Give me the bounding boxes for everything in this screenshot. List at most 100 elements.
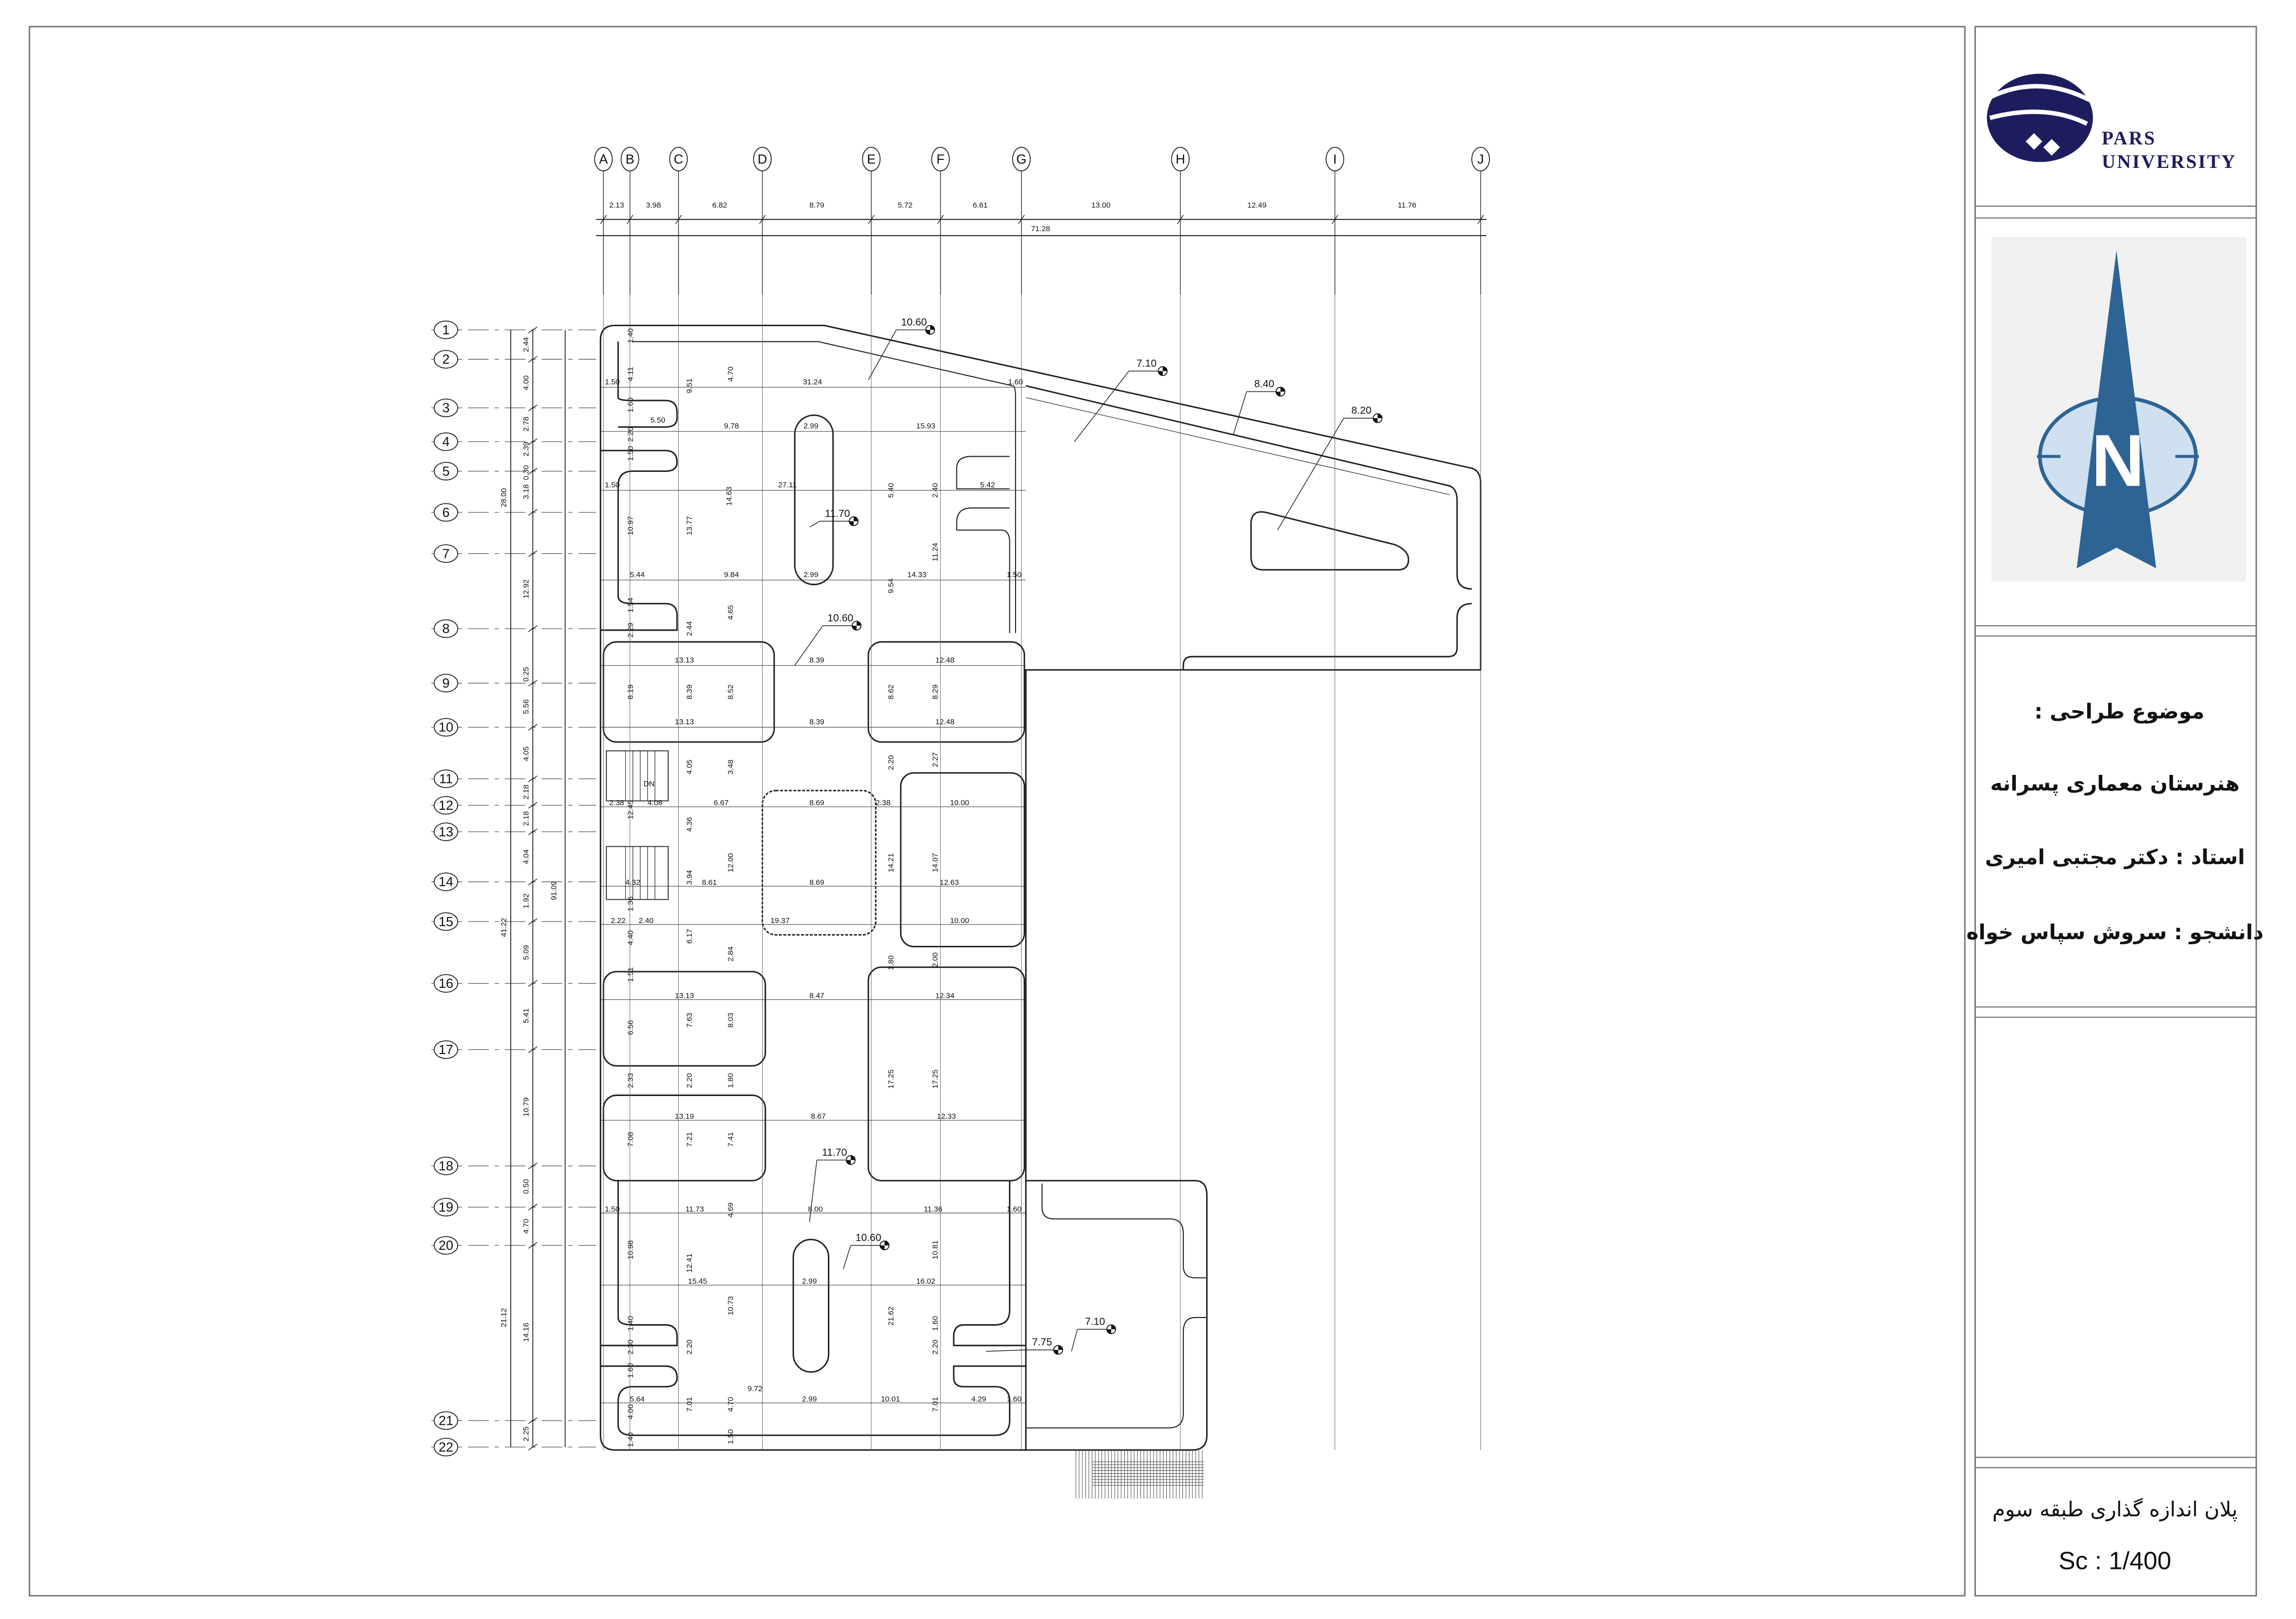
void-bottom [792,1239,829,1373]
plan-dimension: 12.41 [685,1253,694,1273]
elevation-value: 10.60 [901,317,927,328]
grid-bubble-column [1012,147,1031,171]
plan-dimension: 2.99 [802,1277,817,1286]
plan-dimension: 2.99 [804,422,818,430]
top-dimension-total: 71.28 [1031,225,1050,233]
plan-dimension: 1.50 [1006,571,1021,579]
plan-dimension: 8.69 [809,799,824,807]
plan-dimension: 8.00 [808,1205,823,1213]
plan-dimension: 8.19 [626,684,635,699]
grid-column-label: J [1477,151,1484,166]
top-dimension: 6.61 [973,201,988,210]
side-dimension: 2.44 [522,337,531,352]
side-dimension: 2.39 [522,442,531,456]
plan-dimension: 1.54 [626,598,635,612]
grid-row-label: 14 [438,874,453,889]
plan-dimension: 2.40 [639,916,653,925]
plan-dimension: 4.70 [726,367,735,381]
plan-dimension: 2.22 [611,916,626,925]
grid-bubble-column [669,147,688,171]
plan-dimension: 13.19 [675,1112,694,1121]
elevation-value: 10.60 [856,1233,881,1244]
side-dimension: 2.18 [522,811,531,826]
drawing-scale: Sc : 1/400 [2059,1547,2172,1575]
grid-bubble-column [1471,147,1490,171]
grid-bubble-row [433,350,458,369]
void-top [794,414,834,586]
plan-dimension: 1.50 [726,1429,735,1444]
grid-row-label: 17 [438,1042,453,1057]
plan-dimension: 2.33 [626,1073,635,1088]
grid-row-label: 1 [443,322,450,337]
side-dimension-total: 91.09 [550,881,558,900]
plan-dimension: 5.44 [630,571,644,579]
plan-dimension: 1.40 [626,1432,635,1447]
grid-bubble-column [862,147,881,171]
plan-dimension: 2.20 [626,427,635,442]
plan-dimension: 15.45 [688,1277,708,1286]
grid-bubble-row [433,432,458,451]
plan-dimension: 4.29 [972,1395,986,1404]
project-name: هنرستان معماری پسرانه [1991,771,2240,796]
plan-dimension: 1.50 [605,1205,620,1213]
plan-dimension: 1.40 [626,1316,635,1331]
grid-bubble-column [621,147,639,171]
elevation-marker: 11.70 [809,508,859,528]
plan-dimension: 1.40 [626,328,635,343]
plan-dimension: 2.38 [609,799,624,807]
side-dimension: 10.79 [522,1098,531,1117]
side-dimension: 0.25 [522,667,531,681]
plan-dimension: 14.63 [725,487,733,506]
plan-dimension: 1.60 [626,398,635,412]
elevation-marker: 10.60 [843,1233,890,1270]
grid-bubble-row [433,769,458,789]
pars-university-logo: PARS UNIVERSITY [1986,73,2237,172]
plan-dimension: 4.65 [726,605,735,620]
grid-bubble-row [433,544,458,563]
plan-dimension: 4.70 [726,1397,735,1412]
side-dimension: 5.41 [522,1009,531,1023]
side-dimension-subtotal: 21.12 [500,1308,508,1327]
north-arrow-icon: N [1991,237,2246,582]
side-dimension: 4.00 [522,375,531,390]
logo-text-pars: PARS [2102,127,2156,149]
plan-dimension: 1.60 [1008,378,1023,386]
elevation-value: 11.70 [825,508,850,519]
grid-row-label: 8 [443,621,450,636]
logo-text-university: UNIVERSITY [2102,151,2237,172]
title-block-frame [1974,26,2257,1597]
elevation-value: 8.40 [1254,379,1274,390]
plan-dimension: 9.54 [887,579,896,593]
grid-row-label: 7 [443,546,450,561]
grid-bubble-row [433,718,458,737]
plan-dimension: 11.73 [685,1205,704,1213]
side-dimension: 12.92 [522,579,531,598]
plan-dimension: 4.00 [626,1404,635,1419]
plan-dimension: 8.62 [887,684,896,699]
plan-dimension: 10.00 [950,916,969,925]
plan-dimension: 1.80 [887,955,896,970]
plan-dimension: 4.11 [626,367,635,381]
side-dimension: 1.92 [522,894,531,908]
plan-dimension: 9.78 [724,422,739,430]
plan-dimension: 13.13 [675,991,694,1000]
grid-row-label: 18 [438,1158,453,1173]
plan-dimension: 1.80 [726,1073,735,1088]
top-dimension: 3.98 [646,201,660,210]
elevation-marker: 7.75 [986,1337,1064,1355]
plan-dimension: 19.37 [771,916,790,925]
plan-dimension: 3.48 [726,760,735,774]
side-dimension: 2.18 [522,784,531,799]
elevation-value: 7.10 [1136,358,1157,369]
elevation-marker: 8.20 [1277,405,1383,531]
student-name: دانشجو : سروش سپاس خواه [1966,920,2264,944]
plan-dimension: 8.69 [809,878,824,887]
plan-dimension: 2.99 [802,1395,817,1404]
stair-direction-label: DN [643,779,654,788]
instructor-name: استاد : دکتر مجتبی امیری [1985,845,2245,869]
side-dimension-subtotal: 28.00 [500,488,508,507]
sheet-title: پلان اندازه گذاری طبقه سوم [1993,1497,2238,1521]
plan-dimension: 8.39 [809,656,824,665]
plan-dimension: 17.25 [887,1070,896,1089]
plan-dimension: 7.01 [685,1397,694,1412]
